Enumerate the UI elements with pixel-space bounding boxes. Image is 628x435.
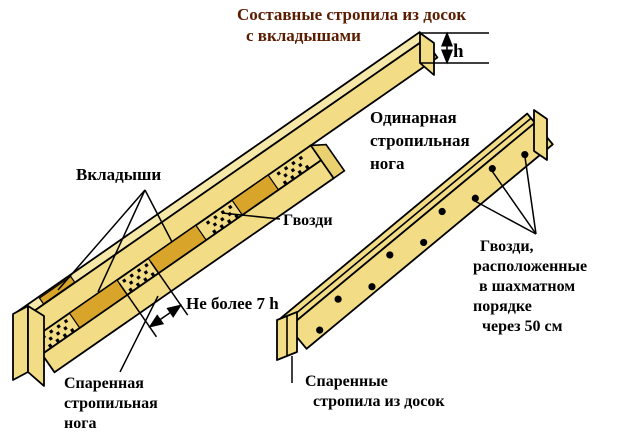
- nail-dot: [316, 326, 324, 334]
- right-nails-label-line-4: порядке: [473, 298, 532, 315]
- nail-dot: [368, 283, 376, 291]
- nail-dot: [276, 171, 281, 176]
- nail-dot: [205, 220, 211, 225]
- nail-dot: [213, 215, 218, 220]
- paired-leg-leader: [119, 295, 159, 373]
- nail-dot: [129, 273, 134, 278]
- nail-dot: [291, 160, 296, 166]
- paired-leg-label-line-3: нога: [64, 415, 96, 432]
- nail-dot: [136, 275, 141, 280]
- h-dimension-label: h: [453, 41, 464, 62]
- nail-dot: [128, 280, 134, 285]
- nail-dot: [488, 164, 496, 173]
- single-rafter-label-line-3: нога: [370, 154, 405, 173]
- right-nails-leader-3: [472, 199, 537, 235]
- right-nails-leader-1: [524, 156, 537, 235]
- paired-boards-label-line-2: стропила из досок: [313, 393, 445, 410]
- single-rafter-label-line-1: Одинарная: [370, 108, 457, 127]
- nail-dot: [283, 173, 288, 178]
- spacing-dimension-line: [148, 304, 183, 328]
- left-nails-label: Гвозди: [283, 212, 333, 229]
- nail-dot: [298, 155, 304, 161]
- left-beam-end-face-board-1: [12, 305, 29, 381]
- left-beam-step-cut-face: [309, 143, 346, 180]
- max-spacing-label: Не более 7 h: [186, 294, 279, 313]
- left-composite-beam: [13, 31, 439, 374]
- right-beam-top-end-face: [533, 109, 548, 161]
- nail-dot: [228, 204, 233, 210]
- paired-leg-label-line-1: Спаренная: [64, 375, 144, 392]
- nail-dot: [55, 331, 61, 336]
- nail-dot: [56, 324, 61, 329]
- right-nails-leader-2: [491, 170, 537, 235]
- left-beam-end-face-board-2: [27, 305, 45, 387]
- nail-dot: [334, 295, 342, 303]
- right-nails-label-line-3: в шахматном: [479, 278, 575, 295]
- right-nails-label-line-2: расположенные: [473, 258, 587, 275]
- nail-dot: [420, 238, 428, 247]
- right-nails-label-line-5: через 50 см: [482, 318, 563, 335]
- nail-dot: [144, 263, 149, 268]
- inserts-leader-1: [57, 189, 146, 291]
- nail-dot: [386, 251, 394, 259]
- nail-dot: [63, 326, 68, 331]
- nail-dot: [122, 278, 127, 283]
- nail-dot: [136, 268, 142, 273]
- right-nails-label-line-1: Гвозди,: [480, 238, 534, 255]
- nail-dot: [220, 217, 225, 222]
- title-line-1: Составные стропила из досок: [237, 5, 466, 24]
- right-beam-board-gap-line: [284, 117, 532, 324]
- left-beam-top-end-face: [419, 32, 435, 76]
- inserts-leader-2: [97, 189, 146, 293]
- nail-dot: [49, 329, 54, 334]
- spacing-extension-line-1: [118, 282, 158, 338]
- paired-boards-label-line-1: Спаренные: [305, 373, 388, 390]
- right-beam-nails: [316, 150, 529, 334]
- title-line-2: с вкладышами: [246, 26, 361, 45]
- inserts-leader-3: [144, 189, 173, 243]
- inserts-label: Вкладыши: [76, 165, 161, 184]
- left-nails-leader: [221, 212, 281, 220]
- nail-dot: [143, 270, 149, 275]
- nail-dot: [521, 150, 529, 159]
- nail-dot: [438, 207, 446, 216]
- nail-dot: [283, 166, 289, 171]
- single-rafter-label-line-2: стропильная: [370, 131, 470, 150]
- nail-dot: [298, 162, 303, 168]
- paired-leg-label-line-2: стропильная: [64, 395, 158, 412]
- nail-dot: [290, 167, 296, 173]
- right-beam-front-face: [287, 121, 554, 350]
- nail-dot: [212, 222, 218, 227]
- nail-dot: [48, 336, 53, 341]
- nail-dot: [63, 318, 69, 324]
